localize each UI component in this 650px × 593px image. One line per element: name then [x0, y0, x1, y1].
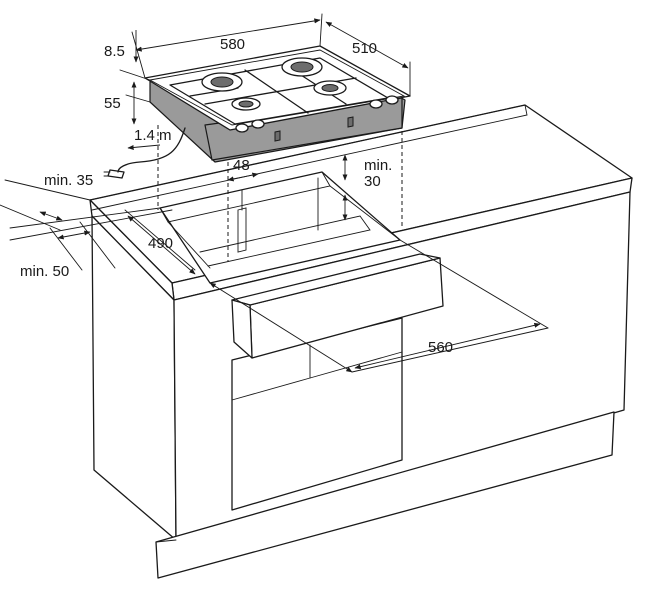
- power-cable: [117, 127, 186, 173]
- dimension-labels: 580 510 8.5 55 1.4 m 48 min.30 min. 35 m…: [20, 36, 453, 356]
- hob-dimensions: [119, 13, 411, 150]
- cabinet: [89, 104, 633, 579]
- label-cutout-depth: 490: [148, 235, 173, 252]
- label-cable-length: 1.4 m: [134, 127, 172, 144]
- label-depth: 510: [352, 40, 377, 57]
- control-knob: [251, 119, 265, 129]
- label-min-front: min. 50: [20, 263, 69, 280]
- label-min-back: min. 35: [44, 172, 93, 189]
- label-thickness: 8.5: [104, 43, 125, 60]
- control-knob: [235, 123, 249, 133]
- label-width: 580: [220, 36, 245, 53]
- label-height-below: 55: [104, 95, 121, 112]
- cabinet-plinth: [155, 411, 615, 579]
- label-cutout-width: 560: [428, 339, 453, 356]
- control-knob: [385, 95, 399, 105]
- control-knob: [369, 99, 383, 109]
- label-min-side: min.30: [364, 157, 392, 190]
- label-offset: 48: [233, 157, 250, 174]
- cabinet-dimensions: [0, 110, 549, 373]
